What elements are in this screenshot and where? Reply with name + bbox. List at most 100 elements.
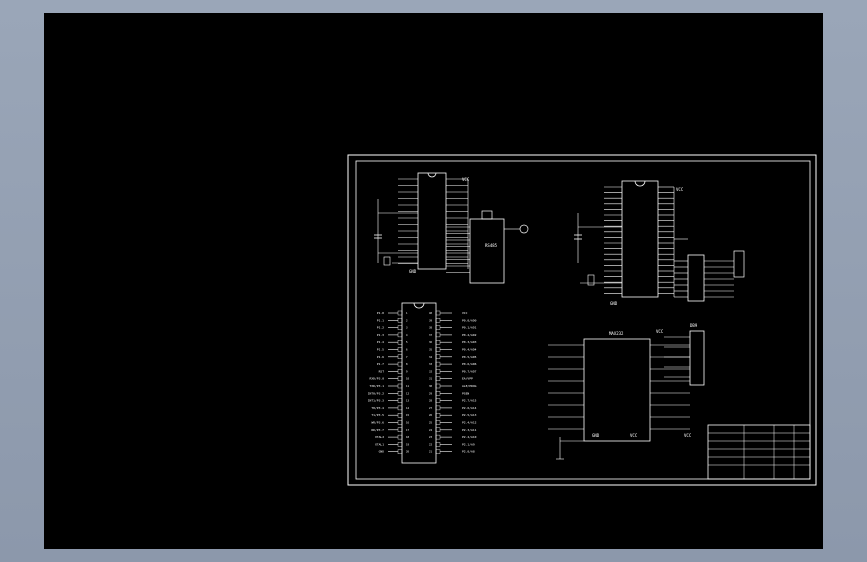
pin-label: P2.3/A11 <box>462 428 477 432</box>
pin-label: P0.4/AD4 <box>462 348 477 352</box>
connector-j1[interactable] <box>674 250 745 302</box>
pin-label: 26 <box>429 413 433 417</box>
pin-pad <box>435 376 441 381</box>
pin-label: 2 <box>406 318 408 322</box>
pin-pad <box>397 318 403 323</box>
pin-label: T1/P3.5 <box>371 413 384 417</box>
pin-label: 7 <box>406 355 408 359</box>
pin-label: 23 <box>429 435 433 439</box>
u3-gnd-label: GND <box>610 301 618 306</box>
pin-label: WR/P3.6 <box>371 421 384 425</box>
pin-label: RXD/P3.0 <box>370 377 385 381</box>
pin-pad <box>435 449 441 454</box>
pin-label: 3 <box>406 326 408 330</box>
pin-pad <box>435 398 441 403</box>
pin-pad <box>397 434 403 440</box>
pin-pad <box>397 332 403 338</box>
reset-crystal-circuit <box>374 199 418 266</box>
pin-pad <box>435 354 441 359</box>
pin-label: 13 <box>406 399 410 403</box>
ic-u1[interactable]: VCC GND <box>398 172 470 274</box>
pin-pad <box>435 325 441 330</box>
pin-label: 16 <box>406 421 410 425</box>
pin-pad <box>435 361 441 367</box>
pin-label: P2.1/A9 <box>462 442 475 446</box>
pin-pad <box>397 383 403 389</box>
ic-u3[interactable]: VCC GND <box>604 180 688 306</box>
pin-pad <box>435 310 441 316</box>
u5-vcc2-label: VCC <box>656 329 664 334</box>
pin-pad <box>397 369 403 374</box>
pin-label: 31 <box>429 377 433 381</box>
pin-label: P2.4/A12 <box>462 421 477 425</box>
cad-viewport[interactable]: VCC GND RS485 VCC <box>44 13 823 549</box>
pin-label: 39 <box>429 318 433 322</box>
pin-label: P2.7/A15 <box>462 399 477 403</box>
pin-label: 36 <box>429 340 433 344</box>
pin-label: P0.6/AD6 <box>462 362 477 366</box>
pin-label: 18 <box>406 435 410 439</box>
pin-label: 20 <box>406 450 410 454</box>
pin-pad <box>397 325 403 330</box>
crystal-circuit-right <box>574 213 622 286</box>
connector-db9[interactable]: DB9 <box>664 323 705 386</box>
pin-label: P2.5/A13 <box>462 413 477 417</box>
sheet-inner-border <box>355 160 811 480</box>
pin-label: 5 <box>406 340 408 344</box>
pin-pad <box>435 369 441 374</box>
pin-label: 33 <box>429 362 433 366</box>
pin-label: 35 <box>429 348 433 352</box>
pin-pad <box>397 427 403 432</box>
u3-vcc-label: VCC <box>676 187 684 192</box>
pin-pad <box>435 427 441 432</box>
pin-pad <box>397 354 403 359</box>
pin-pad <box>435 318 441 323</box>
pin-label: 14 <box>406 406 410 410</box>
pin-pad <box>435 340 441 345</box>
pin-label: TXD/P3.1 <box>370 384 385 388</box>
u5-vcc-label: VCC <box>630 433 638 438</box>
pin-label: 12 <box>406 391 410 395</box>
u2-label: RS485 <box>485 243 498 248</box>
ic-u5-max232[interactable]: MAX232 GND VCC VCC VCC <box>548 329 692 460</box>
pin-label: P0.5/AD5 <box>462 355 477 359</box>
pin-label: P1.4 <box>377 340 384 344</box>
u5-label: MAX232 <box>609 331 624 336</box>
pin-label: P1.6 <box>377 355 384 359</box>
pin-pad <box>397 340 403 345</box>
db9-label: DB9 <box>690 323 698 328</box>
ic-u2[interactable]: RS485 <box>446 210 529 284</box>
pin-label: P0.1/AD1 <box>462 326 477 330</box>
pin-label: P2.0/A8 <box>462 450 475 454</box>
pin-label: XTAL1 <box>375 442 384 446</box>
pin-label: 27 <box>429 406 433 410</box>
pin-pad <box>397 405 403 411</box>
pin-label: P1.2 <box>377 326 384 330</box>
u1-vcc-label: VCC <box>462 177 470 182</box>
pin-label: P1.3 <box>377 333 384 337</box>
pin-label: 30 <box>429 384 433 388</box>
pin-label: 24 <box>429 428 433 432</box>
pin-label: 1 <box>406 311 408 315</box>
pin-label: 32 <box>429 369 433 373</box>
title-block <box>707 424 811 480</box>
pin-label: 4 <box>406 333 408 337</box>
pin-pad <box>397 347 403 352</box>
pin-label: GND <box>379 450 385 454</box>
pin-label: 19 <box>406 442 410 446</box>
pin-label: PSEN <box>462 391 469 395</box>
sheet-outer-border <box>347 154 817 486</box>
pin-label: 25 <box>429 421 433 425</box>
pin-label: P1.1 <box>377 318 384 322</box>
schematic-sheet: VCC GND RS485 VCC <box>347 154 817 486</box>
pin-label: VCC <box>462 311 468 315</box>
pin-pad <box>397 398 403 403</box>
pin-label: ALE/PROG <box>462 384 477 388</box>
pin-pad <box>435 434 441 440</box>
pin-label: 8 <box>406 362 408 366</box>
u5-gnd-label: GND <box>592 433 600 438</box>
pin-label: P1.0 <box>377 311 384 315</box>
pin-label: INT0/P3.2 <box>368 391 384 395</box>
pin-pad <box>435 413 441 418</box>
